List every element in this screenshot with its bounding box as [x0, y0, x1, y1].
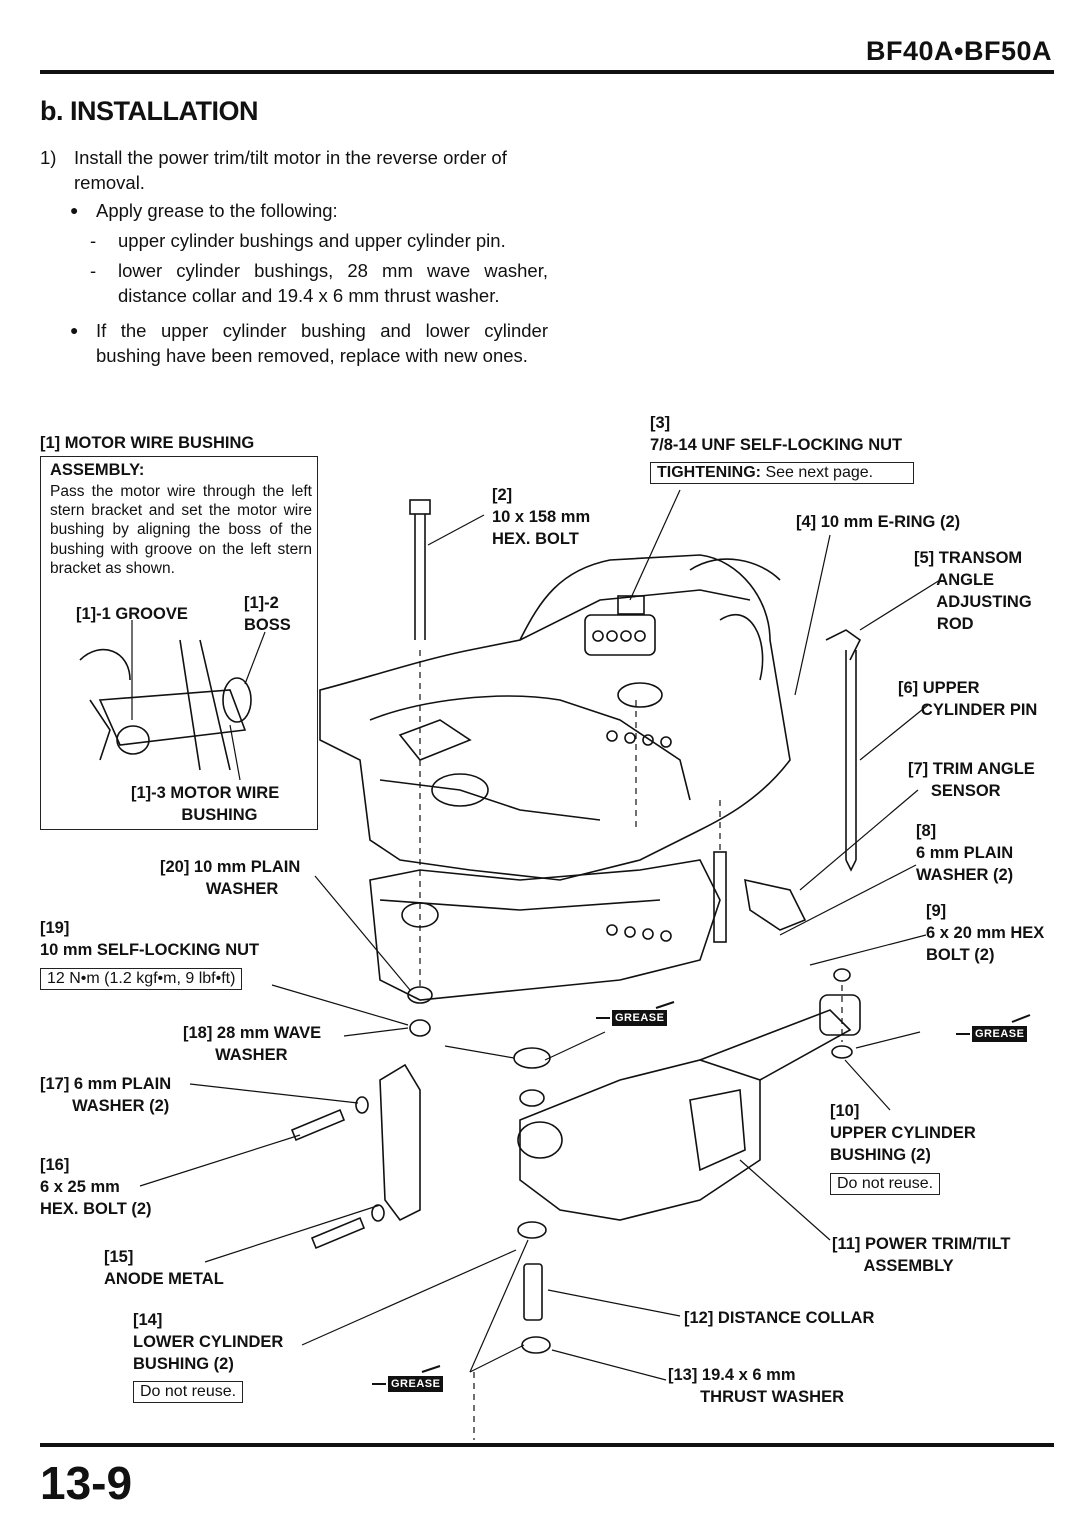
label-3-self-locking-nut: [3] 7/8-14 UNF SELF-LOCKING NUT [650, 414, 903, 454]
assembly-title: ASSEMBLY: [50, 461, 145, 479]
label-5-transom-rod: [5] TRANSOM ANGLE ADJUSTING ROD [914, 549, 1032, 633]
label-7-trim-angle-sensor: [7] TRIM ANGLE SENSOR [908, 760, 1035, 800]
anode-metal [379, 1063, 421, 1222]
grease-icon: GREASE [956, 1012, 1038, 1046]
label-2-hex-bolt: [2] 10 x 158 mm HEX. BOLT [492, 486, 591, 548]
stern-bracket-lower [369, 859, 721, 1001]
bullet-2-text: If the upper cylinder bushing and lower … [96, 320, 548, 366]
do-not-reuse-note: Do not reuse. [133, 1381, 244, 1403]
bullet-icon: ● [70, 202, 79, 218]
label-8-plain-washer: [8] 6 mm PLAIN WASHER (2) [916, 822, 1014, 884]
step-1-text: Install the power trim/tilt motor in the… [74, 147, 507, 193]
motor-wire-bushing-sub-label: [1]-3 MOTOR WIRE BUSHING [131, 784, 280, 824]
assembly-callout-box: ASSEMBLY: Pass the motor wire through th… [40, 456, 318, 830]
groove-label: [1]-1 GROOVE [76, 605, 188, 623]
label-14-lower-cylinder-bushing: [14] LOWER CYLINDER BUSHING (2) [133, 1311, 284, 1373]
assembly-description: Pass the motor wire through the left ste… [50, 483, 312, 577]
section-title: b. INSTALLATION [40, 96, 258, 126]
label-19-self-locking-nut: [19] 10 mm SELF-LOCKING NUT [40, 919, 260, 959]
model-header: BF40A•BF50A [866, 36, 1052, 66]
label-16-hex-bolt: [16] 6 x 25 mm HEX. BOLT (2) [40, 1156, 152, 1218]
label-15-anode-metal: [15] ANODE METAL [104, 1248, 224, 1288]
bullet-1-text: Apply grease to the following: [96, 200, 338, 221]
footer-rule [40, 1443, 1054, 1447]
torque-spec: 12 N•m (1.2 kgf•m, 9 lbf•ft) [40, 968, 243, 990]
header-rule [40, 70, 1054, 74]
stern-bracket-upper [319, 554, 791, 881]
label-6-upper-cylinder-pin: [6] UPPER CYLINDER PIN [898, 679, 1038, 719]
label-20-plain-washer: [20] 10 mm PLAIN WASHER [160, 858, 301, 898]
dash-icon: - [90, 260, 97, 281]
dash-icon: - [90, 230, 97, 251]
do-not-reuse-note: Do not reuse. [830, 1173, 941, 1195]
page-number: 13-9 [40, 1457, 133, 1509]
grease-icon: GREASE [372, 1364, 454, 1398]
label-9-hex-bolt: [9] 6 x 20 mm HEX BOLT (2) [926, 902, 1045, 964]
dash-1-text: upper cylinder bushings and upper cylind… [118, 230, 506, 251]
boss-label: [1]-2 BOSS [244, 594, 291, 634]
tightening-label: TIGHTENING: [657, 464, 761, 481]
label-1-motor-wire-bushing: [1] MOTOR WIRE BUSHING [40, 434, 255, 452]
tightening-text: See next page. [761, 464, 874, 481]
power-trim-tilt [519, 1059, 761, 1221]
tightening-note: TIGHTENING: See next page. [650, 462, 914, 484]
label-13-thrust-washer: [13] 19.4 x 6 mm THRUST WASHER [668, 1366, 845, 1406]
label-4-e-ring: [4] 10 mm E-RING (2) [796, 513, 961, 531]
grease-icon: GREASE [596, 1000, 678, 1034]
label-18-wave-washer: [18] 28 mm WAVE WASHER [183, 1024, 322, 1064]
dash-2-text: lower cylinder bushings, 28 mm wave wash… [118, 260, 548, 306]
label-11-power-trim-tilt: [11] POWER TRIM/TILT ASSEMBLY [832, 1235, 1011, 1275]
label-12-distance-collar: [12] DISTANCE COLLAR [684, 1309, 875, 1327]
label-10-upper-cylinder-bushing: [10] UPPER CYLINDER BUSHING (2) [830, 1102, 976, 1164]
label-17-plain-washer: [17] 6 mm PLAIN WASHER (2) [40, 1075, 172, 1115]
step-number: 1) [40, 147, 57, 168]
bullet-icon: ● [70, 322, 79, 338]
